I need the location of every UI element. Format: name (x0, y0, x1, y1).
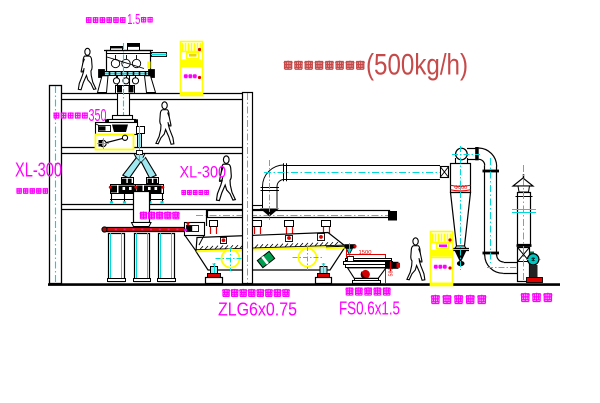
svg-text:1.5: 1.5 (127, 11, 140, 28)
svg-text:(500kg/h): (500kg/h) (366, 49, 468, 82)
svg-text:ZLG6x0.75: ZLG6x0.75 (218, 299, 297, 320)
svg-text:350: 350 (89, 105, 107, 125)
svg-text:1500: 1500 (359, 250, 372, 256)
svg-text:XL-300: XL-300 (15, 160, 62, 182)
svg-text:FS0.6x1.5: FS0.6x1.5 (339, 298, 400, 319)
svg-text:580: 580 (389, 268, 395, 277)
svg-text:XL-300: XL-300 (180, 164, 227, 182)
svg-text:Φ800: Φ800 (454, 185, 467, 191)
